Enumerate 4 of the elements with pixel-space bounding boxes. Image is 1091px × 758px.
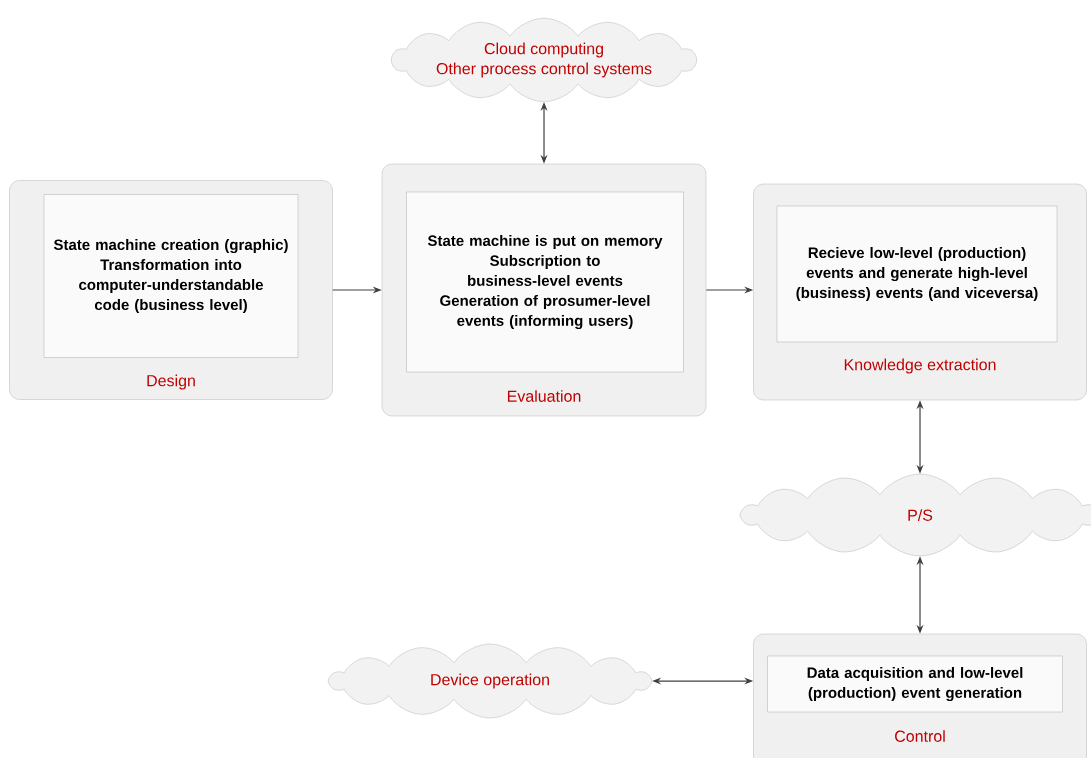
- process-box: State machine creation (graphic) Transformation into computer-understandable code (business level): [43, 194, 299, 358]
- process-box: State machine is put on memory Subscription to business-level events Generation of prosumer-level events (informing users): [406, 191, 684, 373]
- process-box: Data acquisition and low-level (production) event generation: [767, 655, 1063, 713]
- process-box: Recieve low-level (production) events and generate high-level (business) events (and viceversa): [776, 205, 1058, 343]
